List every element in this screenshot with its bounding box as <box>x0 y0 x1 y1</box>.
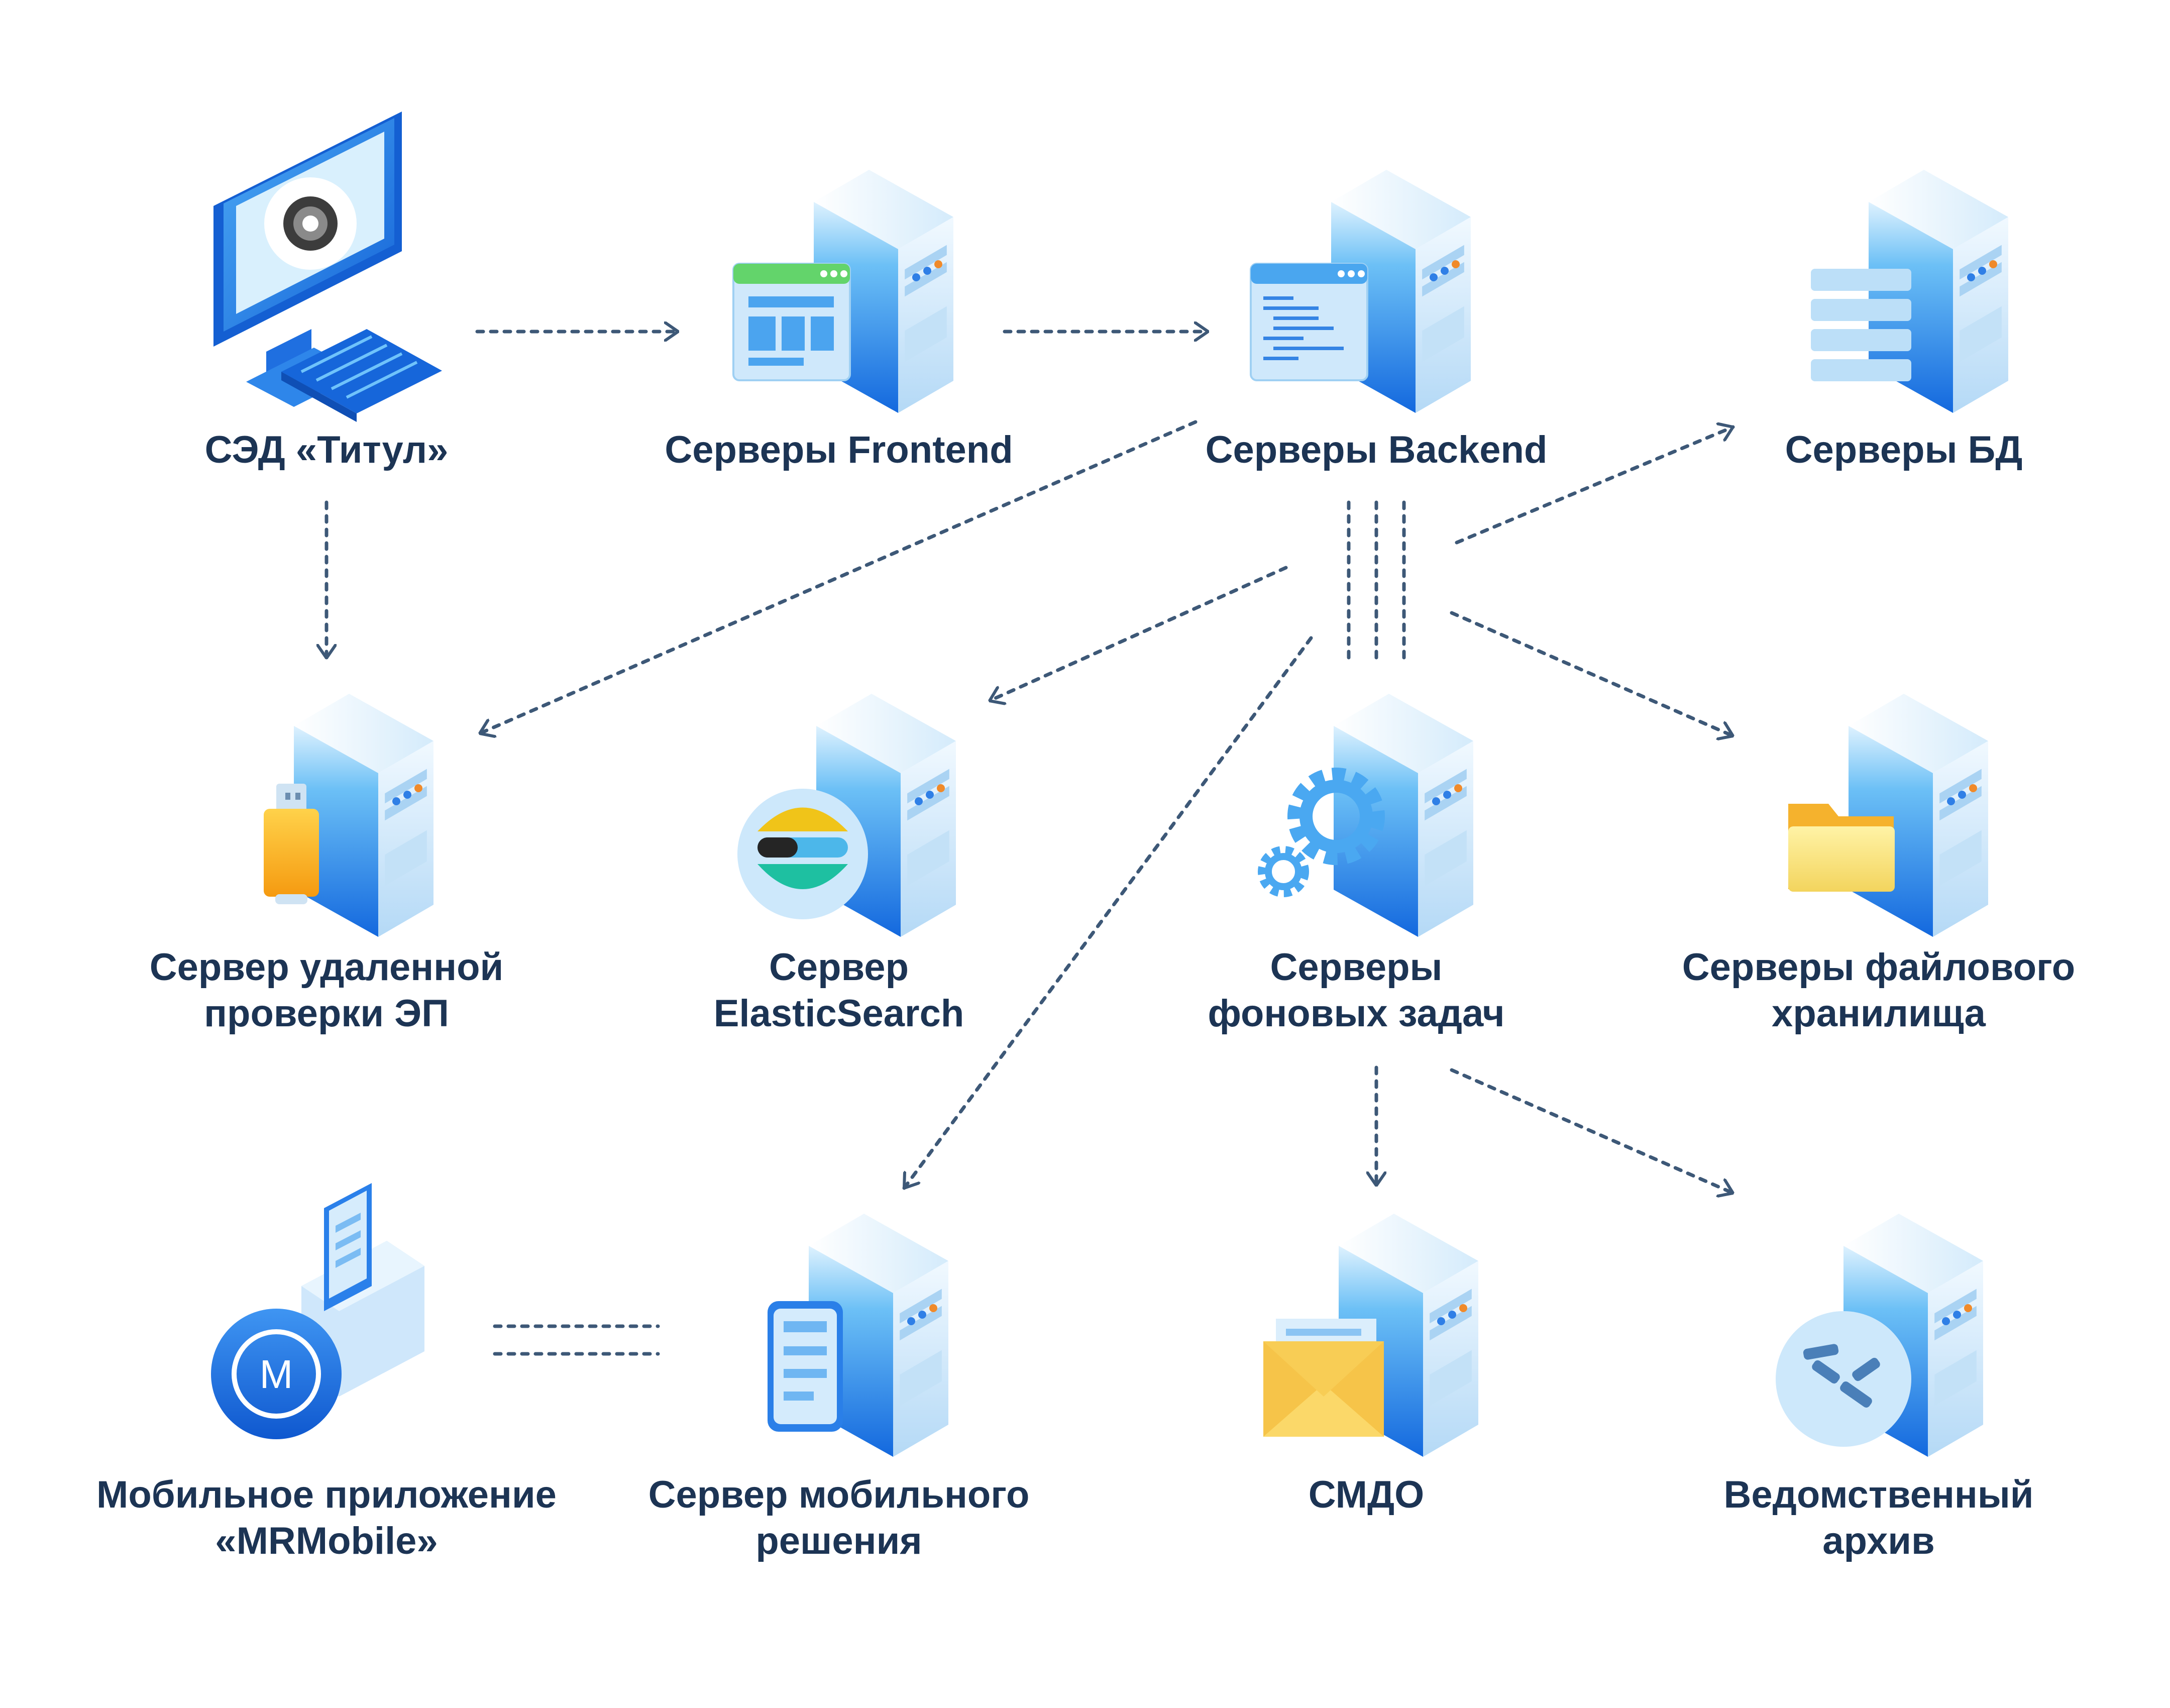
monitor-keyboard-icon <box>213 112 442 422</box>
server-elastic-logo-icon <box>737 694 956 937</box>
connector-backend-ep <box>478 420 1198 733</box>
server-gears-icon <box>1258 694 1473 937</box>
server-webpage-icon <box>732 170 953 413</box>
connector-background-archive <box>1450 1068 1735 1193</box>
connector-backend-db <box>1455 427 1735 545</box>
svg-text:M: M <box>260 1352 293 1397</box>
connector-backend-mobileserver <box>902 636 1313 1190</box>
server-archive-logo-icon <box>1776 1214 1983 1457</box>
label-filestore: Серверы файлового хранилища <box>1682 946 2076 1035</box>
label-mobileserver: Сервер мобильного решения <box>648 1473 1030 1562</box>
label-background: Серверы фоновых задач <box>1208 946 1505 1035</box>
label-archive: Ведомственный архив <box>1723 1473 2034 1562</box>
server-database-icon <box>1811 170 2008 413</box>
server-folder-icon <box>1788 694 1988 937</box>
label-smdo: СМДО <box>1308 1473 1425 1516</box>
label-backend: Серверы Backend <box>1205 429 1548 471</box>
label-elastic: Сервер ElasticSearch <box>713 946 964 1035</box>
label-sed: СЭД «Титул» <box>204 429 449 471</box>
connector-mrmobile-mobileserver <box>493 1324 660 1356</box>
connector-backend-elastic <box>988 566 1288 701</box>
server-phone-icon <box>768 1214 948 1457</box>
phone-dock-m-badge-icon: M <box>211 1183 424 1439</box>
label-frontend: Серверы Frontend <box>665 429 1013 471</box>
server-envelope-icon <box>1263 1214 1478 1457</box>
connector-backend-background <box>1347 500 1406 660</box>
server-usb-token-icon <box>264 694 433 937</box>
label-ep: Сервер удаленной проверки ЭП <box>149 946 504 1035</box>
connectors <box>327 332 1735 1356</box>
label-mrmobile: Мобильное приложение «MRMobile» <box>96 1473 557 1562</box>
connector-backend-filestore <box>1450 611 1735 736</box>
server-code-window-icon <box>1250 170 1471 413</box>
label-db: Серверы БД <box>1785 429 2023 471</box>
